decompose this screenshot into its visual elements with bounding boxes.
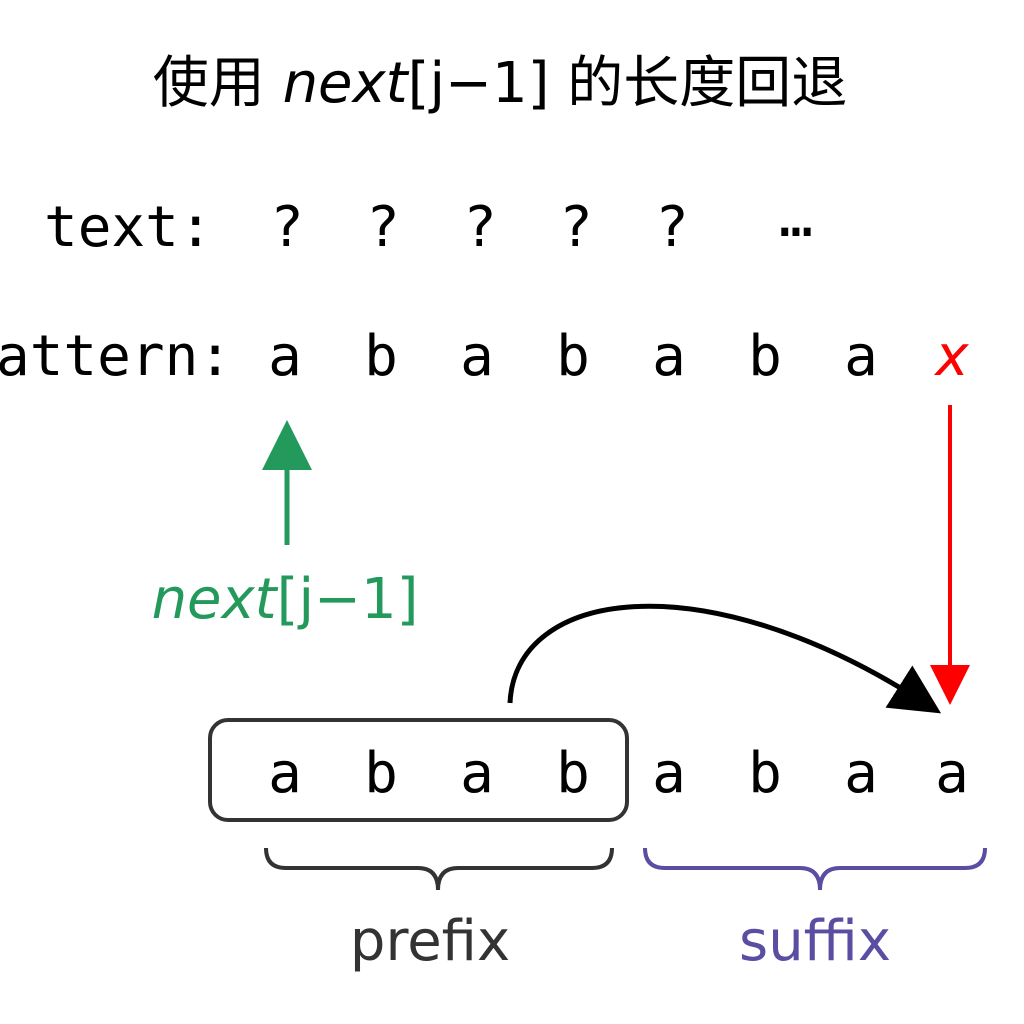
pattern-char: a: [460, 324, 494, 389]
pattern-char: b: [364, 324, 398, 389]
pattern-char: a: [652, 324, 686, 389]
text-label: text:: [44, 195, 213, 260]
shifted-char: b: [364, 741, 398, 806]
prefix-brace: [264, 847, 614, 891]
text-char: ?: [366, 195, 400, 260]
pattern-char: a: [844, 324, 878, 389]
suffix-brace: [643, 847, 987, 891]
shifted-char: a: [460, 741, 494, 806]
pointer-label: next[j−1]: [152, 567, 419, 632]
text-char: ?: [463, 195, 497, 260]
text-char: ?: [559, 195, 593, 260]
pattern-char: a: [268, 324, 302, 389]
shifted-char: a: [652, 741, 686, 806]
shifted-char: a: [844, 741, 878, 806]
shift-curve-arrow: [507, 603, 942, 714]
shifted-char: a: [935, 741, 969, 806]
title: 使用 next[j−1] 的长度回退: [153, 51, 847, 116]
text-ellipsis: …: [779, 185, 813, 250]
shifted-char: b: [748, 741, 782, 806]
pattern-label: pattern:: [0, 324, 232, 389]
mismatch-char: x: [933, 324, 969, 389]
text-char: ?: [655, 195, 689, 260]
prefix-box: [208, 718, 629, 822]
shifted-char: a: [268, 741, 302, 806]
prefix-label: prefix: [350, 909, 510, 974]
suffix-label: suffix: [739, 909, 891, 974]
text-char: ?: [270, 195, 304, 260]
pattern-char: b: [556, 324, 590, 389]
pattern-char: b: [748, 324, 782, 389]
shifted-char: b: [556, 741, 590, 806]
